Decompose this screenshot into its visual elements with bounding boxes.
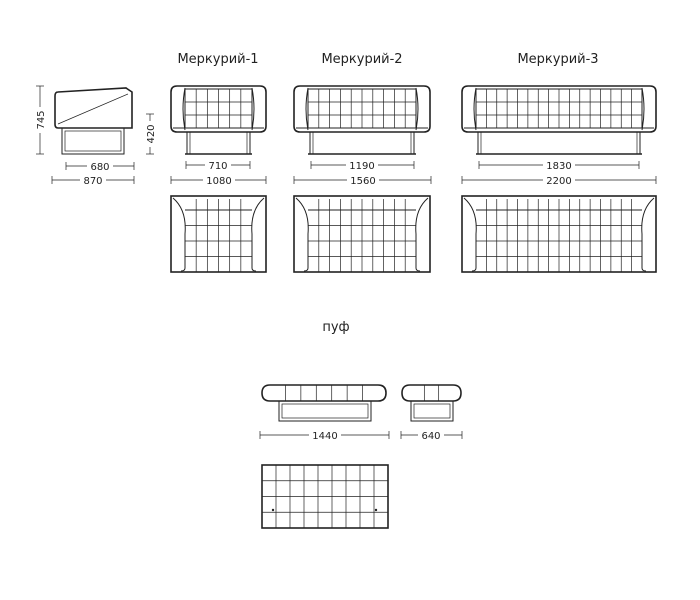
svg-text:745: 745 <box>36 110 47 129</box>
dimension-2200: 2200 <box>461 174 657 187</box>
svg-text:1830: 1830 <box>546 161 571 172</box>
dimension-640: 640 <box>400 429 463 442</box>
top-view-merkuriy-1 <box>170 195 267 273</box>
dimension-745: 745 <box>34 85 47 155</box>
svg-text:870: 870 <box>83 176 102 187</box>
title-merkuriy-3: Меркурий-3 <box>517 52 598 67</box>
dimension-1830: 1830 <box>478 159 640 172</box>
puf-top-view <box>261 464 389 529</box>
front-view-merkuriy-2 <box>293 85 431 155</box>
dimension-1190: 1190 <box>310 159 415 172</box>
svg-text:420: 420 <box>146 124 157 143</box>
puf-large-front-view <box>261 384 387 422</box>
svg-text:640: 640 <box>421 431 440 442</box>
title-merkuriy-1: Меркурий-1 <box>177 52 258 67</box>
svg-text:710: 710 <box>208 161 227 172</box>
title-merkuriy-2: Меркурий-2 <box>321 52 402 67</box>
svg-text:1560: 1560 <box>350 176 375 187</box>
svg-text:680: 680 <box>90 162 109 173</box>
title-puf: пуф <box>322 320 349 335</box>
top-view-merkuriy-3 <box>461 195 657 273</box>
side-view-drawing <box>54 87 133 155</box>
front-view-merkuriy-3 <box>461 85 657 155</box>
top-view-merkuriy-2 <box>293 195 431 273</box>
dimension-870: 870 <box>51 174 135 187</box>
dimension-710: 710 <box>185 159 251 172</box>
svg-text:2200: 2200 <box>546 176 571 187</box>
dimension-420: 420 <box>144 113 157 155</box>
puf-small-front-view <box>401 384 462 422</box>
svg-text:1190: 1190 <box>349 161 374 172</box>
dimension-1080: 1080 <box>170 174 267 187</box>
dimension-1440: 1440 <box>259 429 390 442</box>
dimension-680: 680 <box>65 160 135 173</box>
front-view-merkuriy-1 <box>170 85 267 155</box>
svg-text:1080: 1080 <box>206 176 231 187</box>
dimension-1560: 1560 <box>293 174 432 187</box>
svg-text:1440: 1440 <box>312 431 337 442</box>
